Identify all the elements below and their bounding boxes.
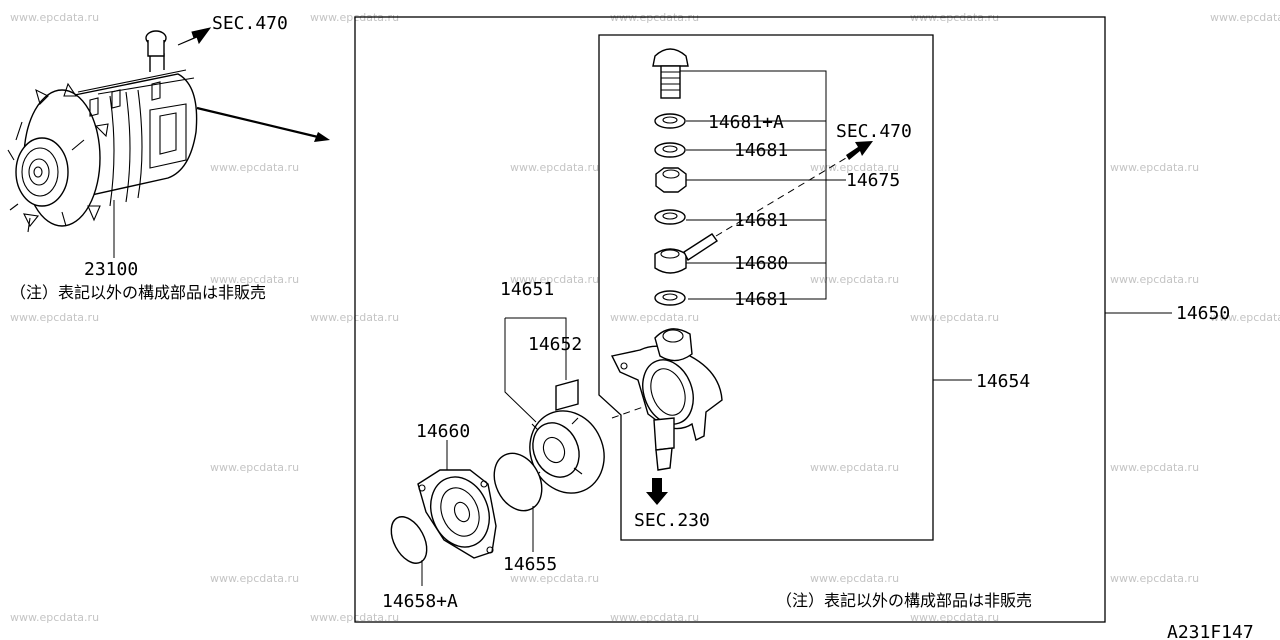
watermark: www.epcdata.ru [1210,311,1280,324]
watermark: www.epcdata.ru [1110,273,1199,286]
part-label-14652: 14652 [528,334,582,355]
section-ref-sec470-left: SEC.470 [212,13,288,34]
hidden-line [611,405,647,419]
part-label-14681: 14681 [734,289,788,310]
watermark: www.epcdata.ru [10,11,99,24]
part-label-14660: 14660 [416,421,470,442]
gasket-part [493,452,543,512]
note-not-sold-separately: （注）表記以外の構成部品は非販売 [10,283,266,302]
assembly-frame-14650 [354,16,1106,623]
watermark: www.epcdata.ru [510,572,599,585]
watermark: www.epcdata.ru [1210,11,1280,24]
washer-part [654,290,686,306]
part-label-14650: 14650 [1176,303,1230,324]
watermark: www.epcdata.ru [810,161,899,174]
bolt-part [652,48,689,99]
watermark: www.epcdata.ru [510,273,599,286]
watermark: www.epcdata.ru [210,461,299,474]
part-label-14654: 14654 [976,371,1030,392]
alternator-drawing [7,30,198,258]
arrow-icon [314,132,330,142]
watermark: www.epcdata.ru [910,311,999,324]
watermark: www.epcdata.ru [10,311,99,324]
part-label-23100: 23100 [84,259,138,280]
watermark: www.epcdata.ru [810,461,899,474]
watermark: www.epcdata.ru [910,611,999,624]
arrow-icon [646,478,668,505]
arrow-icon [177,27,212,46]
watermark-layer: www.epcdata.ru www.epcdata.ru www.epcdat… [10,11,1280,624]
section-ref-sec470-right: SEC.470 [836,121,912,142]
note-not-sold-separately: （注）表記以外の構成部品は非販売 [776,591,1032,610]
hidden-line [715,157,847,237]
watermark: www.epcdata.ru [210,273,299,286]
part-label-14681: 14681 [734,210,788,231]
watermark: www.epcdata.ru [210,161,299,174]
washer-part [654,209,686,225]
watermark: www.epcdata.ru [610,611,699,624]
watermark: www.epcdata.ru [1110,161,1199,174]
leader-bracket [504,317,567,423]
pump-body-part [610,328,723,471]
banjo-fitting-part [654,233,718,274]
watermark: www.epcdata.ru [610,311,699,324]
part-label-14675: 14675 [846,170,900,191]
part-label-14681-a: 14681+A [708,112,784,133]
nut-part [655,167,687,193]
seal-part [390,516,428,564]
watermark: www.epcdata.ru [210,572,299,585]
part-label-14681: 14681 [734,140,788,161]
washer-part [654,113,686,129]
watermark: www.epcdata.ru [810,273,899,286]
subassembly-frame-14654 [598,34,934,541]
vane-part [555,379,579,411]
watermark: www.epcdata.ru [510,161,599,174]
diagram-code: A231F147 [1167,622,1254,640]
part-label-14651: 14651 [500,279,554,300]
watermark: www.epcdata.ru [810,572,899,585]
part-label-14655: 14655 [503,554,557,575]
part-label-14680: 14680 [734,253,788,274]
leader-bracket [680,70,827,300]
pointer-line [196,106,319,139]
washer-part [654,142,686,158]
part-label-14658-a: 14658+A [382,591,458,612]
watermark: www.epcdata.ru [1110,572,1199,585]
watermark: www.epcdata.ru [1110,461,1199,474]
cover-part [417,469,497,559]
arrow-icon [846,141,873,160]
rotor-part [529,410,605,494]
section-ref-sec230: SEC.230 [634,510,710,531]
watermark: www.epcdata.ru [10,611,99,624]
